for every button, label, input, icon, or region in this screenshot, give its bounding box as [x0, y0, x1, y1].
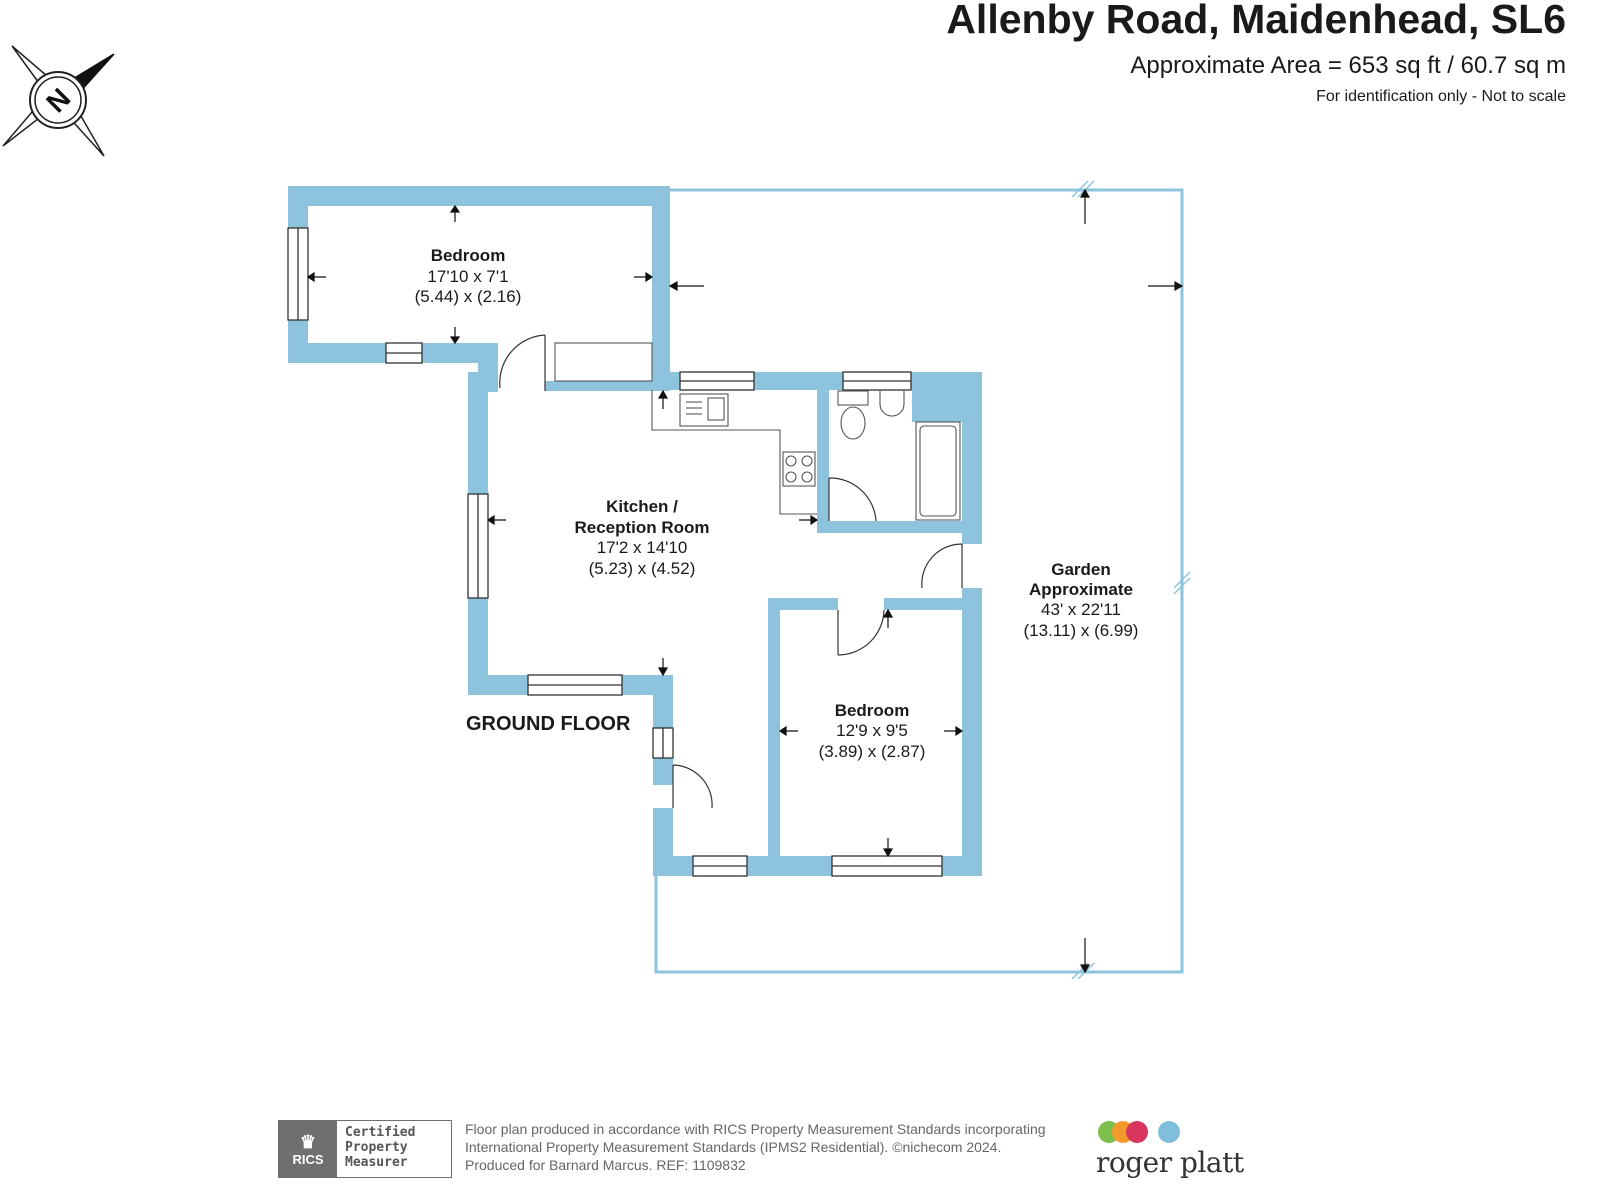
brand-name: roger platt — [1096, 1146, 1244, 1179]
footer-line-1: Floor plan produced in accordance with R… — [465, 1121, 1046, 1137]
measurement-arrows — [306, 188, 1184, 974]
footer-line-3: Produced for Barnard Marcus. REF: 110983… — [465, 1157, 746, 1173]
doors — [499, 334, 963, 809]
brand-dot — [1126, 1121, 1148, 1143]
kitchen-imperial: 17'2 x 14'10 — [597, 538, 688, 557]
rics-logo-text: RICS — [292, 1151, 324, 1167]
bedroom-1-metric: (5.44) x (2.16) — [415, 287, 522, 306]
footer-disclaimer: Floor plan produced in accordance with R… — [465, 1120, 1046, 1174]
bedroom-2-imperial: 12'9 x 9'5 — [836, 721, 908, 740]
bedroom-2-metric: (3.89) x (2.87) — [819, 742, 926, 761]
bathroom-fixtures — [837, 390, 961, 521]
page-title: Allenby Road, Maidenhead, SL6 — [946, 0, 1566, 42]
footer: ♛ RICS Certified Property Measurer Floor… — [278, 1120, 1258, 1180]
windows — [287, 227, 943, 877]
bedroom-1-imperial: 17'10 x 7'1 — [427, 267, 508, 286]
scale-disclaimer: For identification only - Not to scale — [1316, 88, 1566, 105]
footer-line-2: International Property Measurement Stand… — [465, 1139, 1002, 1155]
garden-name-line2: Approximate — [1029, 580, 1133, 599]
agent-brand: roger platt — [1096, 1120, 1246, 1180]
kitchen-name-line2: Reception Room — [574, 518, 709, 537]
rics-logo: ♛ RICS — [279, 1121, 337, 1177]
rics-certification: Certified Property Measurer — [337, 1121, 423, 1177]
brand-logo-icon — [1096, 1120, 1246, 1144]
garden-imperial: 43' x 22'11 — [1041, 600, 1121, 619]
rics-line-3: Measurer — [345, 1155, 408, 1170]
rics-line-2: Property — [345, 1140, 408, 1155]
compass-icon: N — [2, 45, 115, 157]
rics-crest-icon: ♛ — [299, 1131, 317, 1152]
approximate-area: Approximate Area = 653 sq ft / 60.7 sq m — [1130, 52, 1566, 79]
bedroom-1-name: Bedroom — [431, 246, 506, 265]
rics-line-1: Certified — [345, 1125, 416, 1140]
kitchen-fixtures — [554, 342, 817, 515]
rics-badge: ♛ RICS Certified Property Measurer — [278, 1120, 452, 1178]
kitchen-metric: (5.23) x (4.52) — [589, 559, 696, 578]
floor-label: GROUND FLOOR — [466, 713, 631, 735]
garden-metric: (13.11) x (6.99) — [1024, 621, 1139, 640]
garden-name-line1: Garden — [1051, 560, 1111, 579]
bedroom-2-name: Bedroom — [835, 701, 910, 720]
brand-dot — [1158, 1121, 1180, 1143]
kitchen-name-line1: Kitchen / — [606, 497, 678, 516]
garden-boundary — [654, 188, 1184, 974]
